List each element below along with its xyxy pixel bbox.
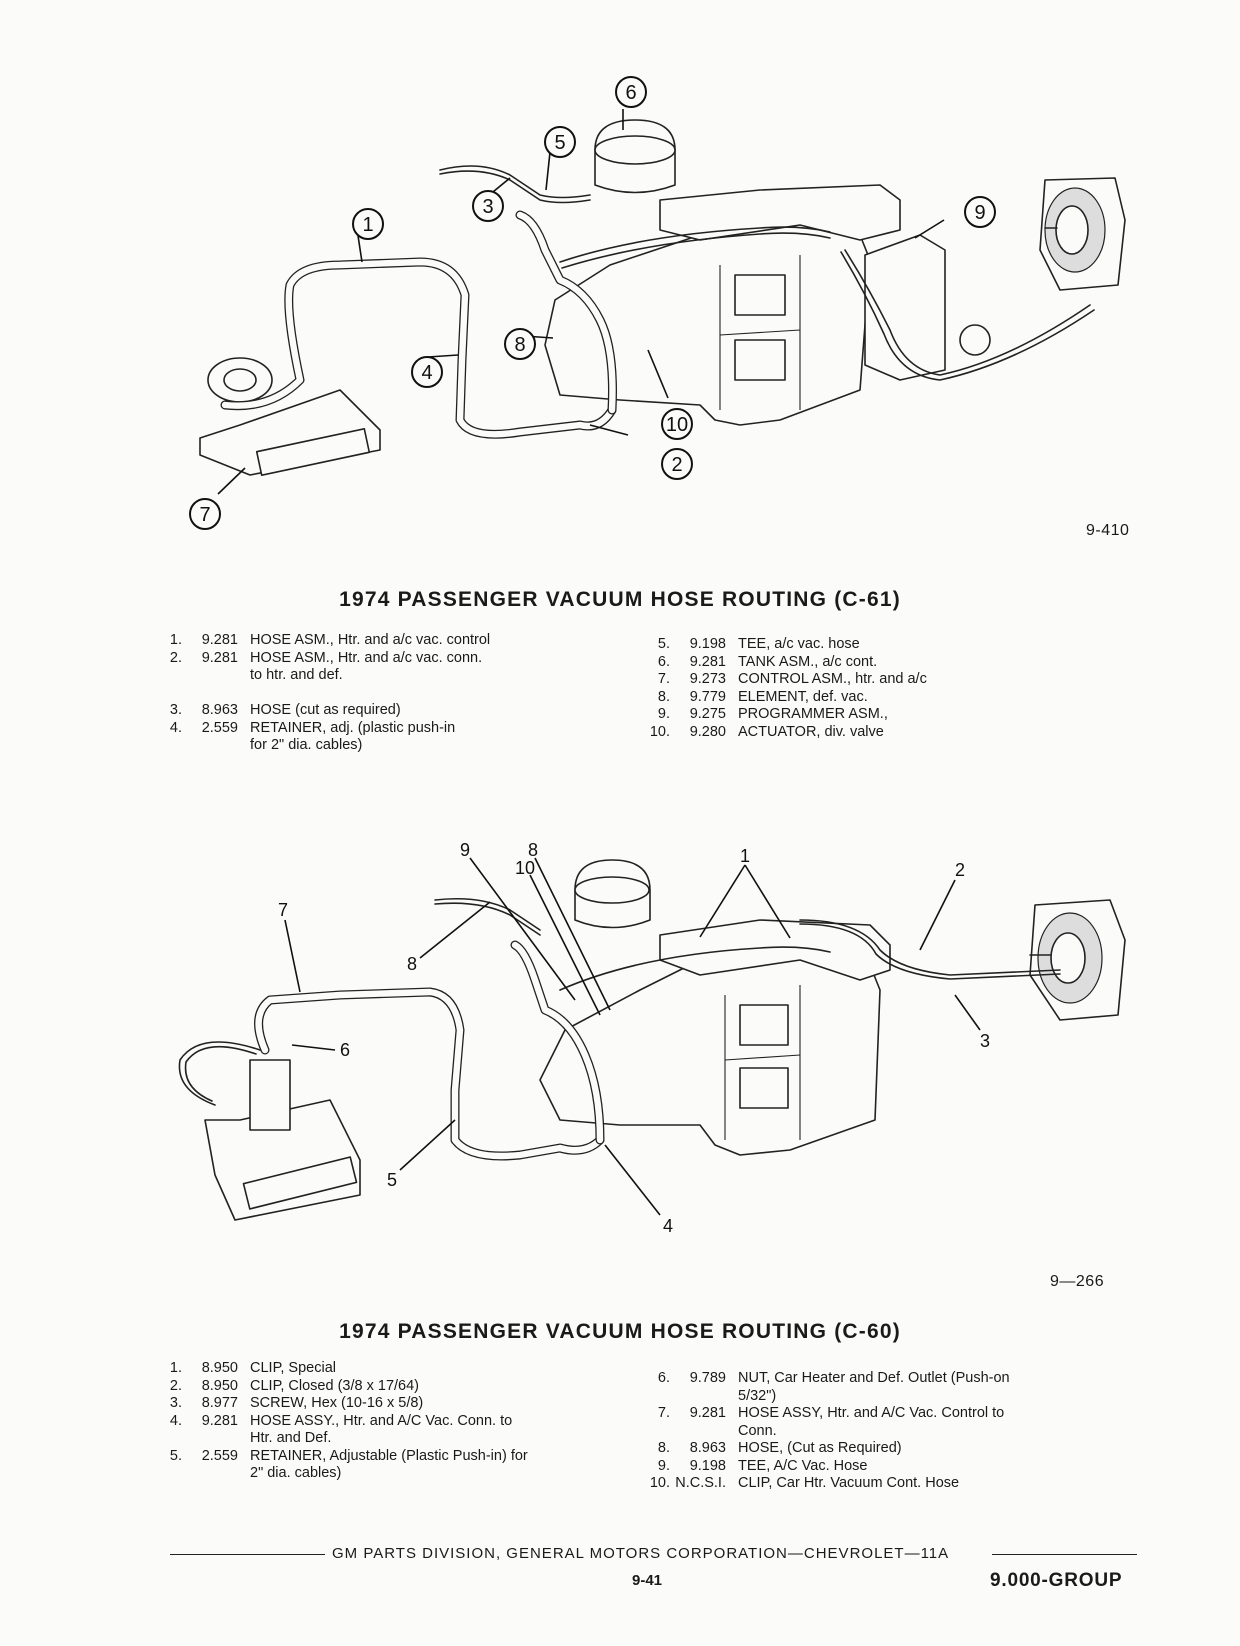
footer-rule-left bbox=[170, 1554, 325, 1555]
label-9: 9 bbox=[460, 840, 470, 860]
callouts-c61 bbox=[217, 109, 945, 495]
callout-3: 3 bbox=[482, 196, 493, 218]
part-row: 2" dia. cables) bbox=[250, 1465, 342, 1481]
callout-8: 8 bbox=[514, 334, 525, 356]
footer-rule-right bbox=[992, 1554, 1137, 1555]
label-3: 3 bbox=[980, 1031, 990, 1051]
callout-9: 9 bbox=[974, 202, 985, 224]
firewall-actuator bbox=[1039, 177, 1126, 291]
part-row: for 2" dia. cables) bbox=[250, 737, 363, 753]
part-row-spacer bbox=[150, 685, 570, 703]
vacuum-tank bbox=[574, 859, 651, 929]
callout-markers-c61: 1 2 3 4 5 6 7 8 9 10 bbox=[189, 76, 996, 530]
label-1: 1 bbox=[740, 846, 750, 866]
callout-2: 2 bbox=[671, 454, 682, 476]
vacuum-tank bbox=[594, 119, 676, 194]
figure-code-c61: 9-410 bbox=[1086, 522, 1130, 539]
programmer-assembly bbox=[864, 234, 991, 381]
heater-case bbox=[539, 919, 891, 1156]
callout-1: 1 bbox=[362, 214, 373, 236]
figure-title-c60: 1974 PASSENGER VACUUM HOSE ROUTING (C-60… bbox=[339, 1320, 901, 1343]
footer-publisher: GM PARTS DIVISION, GENERAL MOTORS CORPOR… bbox=[332, 1545, 950, 1562]
control-assembly bbox=[204, 1059, 361, 1221]
figure-code-c60: 9—266 bbox=[1050, 1273, 1105, 1290]
diagram-c60: 1 2 3 4 5 6 7 8 9 8 10 bbox=[178, 840, 1126, 1236]
label-7: 7 bbox=[278, 900, 288, 920]
label-8-top: 8 bbox=[528, 840, 538, 860]
figure-title-c61: 1974 PASSENGER VACUUM HOSE ROUTING (C-61… bbox=[339, 588, 901, 611]
label-5: 5 bbox=[387, 1170, 397, 1190]
part-row: 10.N.C.S.I.CLIP, Car Htr. Vacuum Cont. H… bbox=[649, 1475, 960, 1491]
part-row: 5/32") bbox=[738, 1387, 777, 1404]
label-8: 8 bbox=[407, 954, 417, 974]
control-assembly bbox=[199, 357, 381, 476]
page-number: 9-41 bbox=[632, 1572, 663, 1589]
label-10: 10 bbox=[515, 858, 535, 878]
callout-10: 10 bbox=[666, 414, 688, 436]
callout-7: 7 bbox=[199, 504, 210, 526]
label-2: 2 bbox=[955, 860, 965, 880]
callout-5: 5 bbox=[554, 132, 565, 154]
part-row: Htr. and Def. bbox=[250, 1430, 332, 1446]
hose-harness bbox=[220, 165, 1095, 439]
firewall-actuator bbox=[1029, 899, 1126, 1021]
hose-harness bbox=[178, 897, 1061, 1161]
callouts-c60 bbox=[284, 857, 981, 1216]
part-row: Conn. bbox=[738, 1422, 777, 1439]
callout-6: 6 bbox=[625, 82, 636, 104]
diagram-c61 bbox=[199, 109, 1126, 495]
label-4: 4 bbox=[663, 1216, 673, 1236]
group-code: 9.000-GROUP bbox=[990, 1570, 1123, 1591]
part-row: to htr. and def. bbox=[250, 667, 343, 683]
callout-4: 4 bbox=[421, 362, 432, 384]
label-6: 6 bbox=[340, 1040, 350, 1060]
